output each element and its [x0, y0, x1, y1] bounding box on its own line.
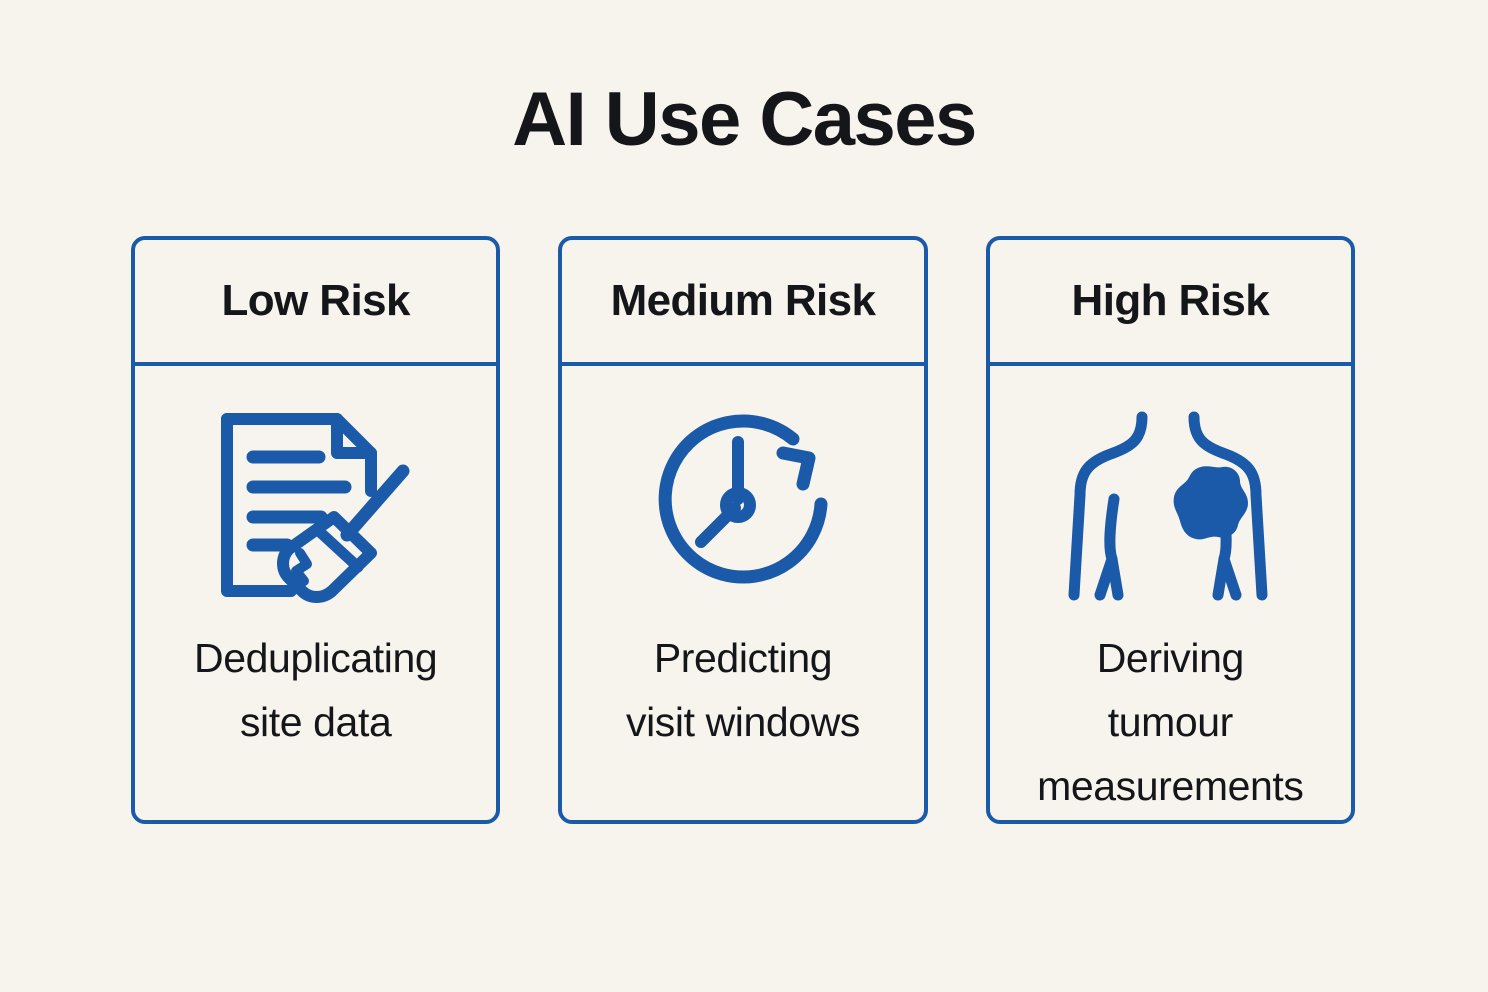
risk-card-low-caption: Deduplicating site data: [194, 635, 438, 745]
risk-card-grid: Low Risk: [131, 236, 1355, 824]
risk-card-low[interactable]: Low Risk: [131, 236, 501, 824]
risk-card-medium-body: Predicting visit windows: [562, 366, 923, 820]
risk-card-medium-header: Medium Risk: [562, 240, 924, 366]
risk-card-high-caption: Deriving tumour measurements: [1037, 635, 1304, 809]
risk-card-medium-title: Medium Risk: [610, 276, 876, 325]
clock-arrow-icon: [643, 390, 843, 620]
risk-card-high-title: High Risk: [1071, 276, 1270, 325]
page-title: AI Use Cases: [512, 77, 977, 162]
torso-tumour-icon: [1056, 390, 1284, 620]
risk-card-high[interactable]: High Risk: [985, 236, 1355, 824]
risk-card-high-header: High Risk: [989, 240, 1351, 366]
risk-card-high-body: Deriving tumour measurements: [990, 366, 1351, 820]
risk-card-low-header: Low Risk: [135, 240, 497, 366]
risk-card-medium[interactable]: Medium Risk: [558, 236, 928, 824]
document-broom-icon: [211, 390, 421, 620]
risk-card-low-title: Low Risk: [221, 276, 410, 325]
risk-card-low-body: Deduplicating site data: [135, 366, 496, 820]
risk-card-medium-caption: Predicting visit windows: [625, 635, 861, 745]
